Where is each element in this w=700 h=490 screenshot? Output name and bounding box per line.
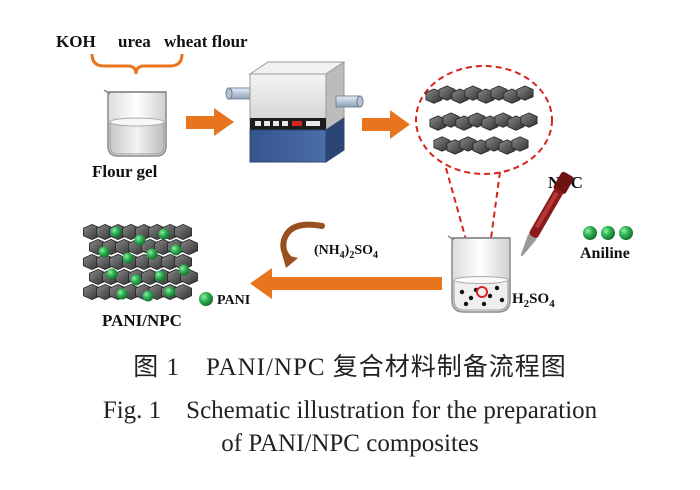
carbon-shard	[485, 136, 503, 152]
caption-chinese: 图 1 PANI/NPC 复合材料制备流程图	[133, 354, 567, 381]
pipette-icon	[520, 171, 574, 257]
pani-sphere	[106, 268, 118, 280]
pani-legend-dot	[199, 292, 213, 306]
caption-english-line2: of PANI/NPC composites	[221, 430, 479, 457]
arrow-to-product	[250, 268, 442, 299]
pani-sphere	[110, 226, 122, 238]
pani-sphere	[116, 288, 128, 300]
pani-sphere	[142, 290, 154, 302]
aniline-label: Aniline	[580, 245, 630, 262]
pani-sphere	[170, 244, 182, 256]
pani-sphere	[134, 234, 146, 246]
oxidant-arrow-head	[282, 254, 298, 268]
arrow-furnace-to-npc	[362, 110, 410, 139]
carbon-shard	[520, 112, 538, 128]
carbon-shard	[433, 136, 451, 152]
pani-sphere	[158, 228, 170, 240]
reaction-beaker	[447, 235, 511, 313]
urea-label: urea	[118, 32, 151, 51]
acid-label: H2SO4	[512, 291, 555, 310]
pani-label: PANI	[217, 293, 250, 308]
flour-gel-beaker	[103, 89, 167, 157]
carbon-shard	[180, 238, 198, 256]
carbon-shard	[464, 85, 482, 101]
koh-label: KOH	[56, 32, 96, 51]
pani-sphere	[130, 274, 142, 286]
wheat-flour-label: wheat flour	[164, 32, 248, 51]
carbon-shard	[174, 283, 192, 301]
flour-gel-label: Flour gel	[92, 162, 158, 181]
carbon-shard	[511, 136, 529, 152]
pani-sphere	[98, 246, 110, 258]
pani-sphere	[122, 252, 134, 264]
carbon-shard	[438, 85, 456, 101]
pani-sphere	[164, 286, 176, 298]
oxidant-label: (NH4)2SO4	[314, 243, 378, 261]
pani-sphere	[178, 264, 190, 276]
carbon-shard	[516, 85, 534, 101]
carbon-shard	[442, 112, 460, 128]
preparation-schematic: KOH urea wheat flour Flour gel	[56, 32, 633, 330]
aniline-molecules	[583, 226, 633, 240]
pani-sphere	[146, 248, 158, 260]
carbon-shard	[459, 136, 477, 152]
pani-npc-composite	[83, 223, 198, 302]
tube-furnace	[225, 61, 364, 163]
carbon-shard	[468, 112, 486, 128]
arrow-gel-to-furnace	[186, 108, 234, 136]
pani-npc-label: PANI/NPC	[102, 311, 182, 330]
oxidant-curved-arrow	[280, 221, 325, 263]
carbon-shard	[494, 112, 512, 128]
npc-porous-carbon	[425, 85, 538, 155]
pani-sphere	[154, 270, 166, 282]
reagent-bracket	[90, 53, 184, 75]
carbon-shard	[174, 223, 192, 241]
carbon-shard	[490, 85, 508, 101]
npc-zoom-circle	[415, 65, 553, 175]
caption-english-line1: Fig. 1 Schematic illustration for the pr…	[102, 397, 598, 424]
